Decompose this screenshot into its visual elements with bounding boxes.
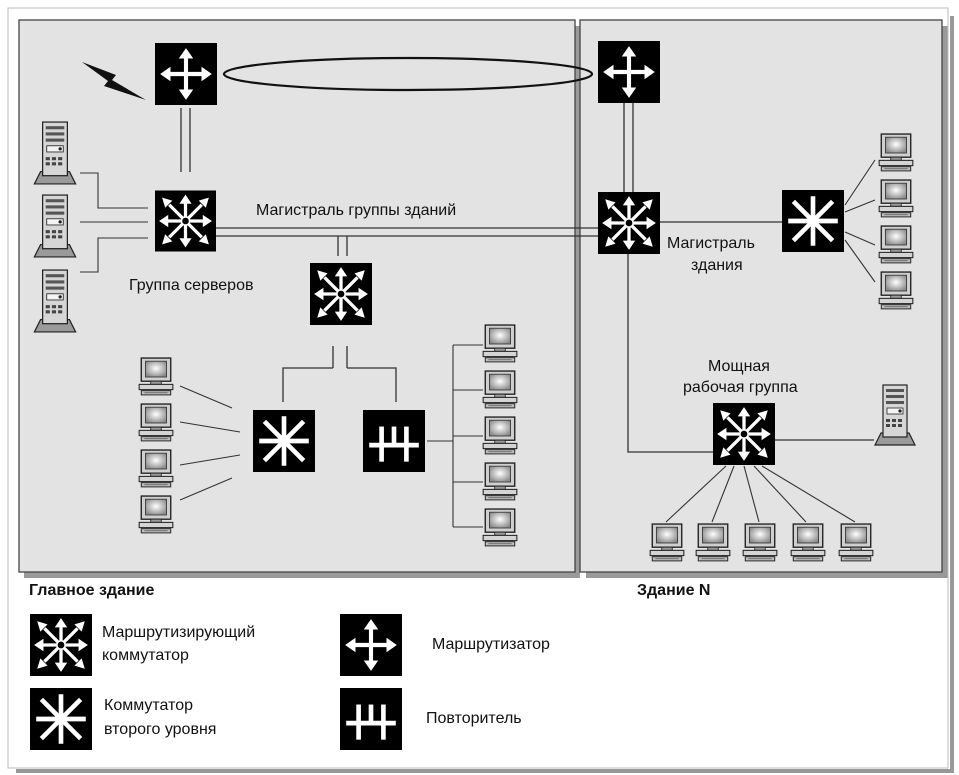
legend-l2-switch-label-line2: второго уровня <box>104 721 216 738</box>
power-group-label-line1: Мощная <box>708 358 770 375</box>
workstation-icon[interactable] <box>790 523 826 562</box>
workstation-icon[interactable] <box>695 523 731 562</box>
power-group-label-line2: рабочая группа <box>683 379 798 396</box>
workstation-icon[interactable] <box>138 403 174 442</box>
server-group-label: Группа серверов <box>129 277 253 294</box>
routing-switch-icon[interactable] <box>713 403 775 465</box>
building-n-label: Здание N <box>637 582 710 599</box>
workstation-icon[interactable] <box>482 462 518 501</box>
routing-switch-icon[interactable] <box>310 263 372 325</box>
workstation-icon[interactable] <box>878 225 914 264</box>
workstation-icon[interactable] <box>878 133 914 172</box>
workstation-icon[interactable] <box>838 523 874 562</box>
workstation-icon[interactable] <box>138 357 174 396</box>
workstation-icon[interactable] <box>138 495 174 534</box>
workstation-icon[interactable] <box>138 449 174 488</box>
workstation-icon[interactable] <box>649 523 685 562</box>
workstation-icon[interactable] <box>878 179 914 218</box>
legend: Маршрутизирующий коммутатор Маршрутизато… <box>30 614 550 750</box>
legend-router-label: Маршрутизатор <box>432 636 550 653</box>
workstation-icon[interactable] <box>482 370 518 409</box>
router-icon[interactable] <box>155 43 217 105</box>
campus-backbone-label: Магистраль группы зданий <box>256 202 456 219</box>
workstation-icon[interactable] <box>482 324 518 363</box>
workstation-icon[interactable] <box>482 416 518 455</box>
router-icon[interactable] <box>598 41 660 103</box>
legend-repeater-icon <box>340 688 402 750</box>
page-frame <box>7 7 954 773</box>
legend-repeater-label: Повторитель <box>426 710 522 727</box>
legend-routing-switch-label-line1: Маршрутизирующий <box>102 624 255 641</box>
building-main-area <box>18 19 580 578</box>
routing-switch-icon[interactable] <box>598 192 660 254</box>
routing-switch-icon[interactable] <box>155 190 216 252</box>
building-backbone-label-line1: Магистраль <box>667 235 755 252</box>
building-main-label: Главное здание <box>29 582 154 599</box>
layer2-switch-icon[interactable] <box>782 190 844 252</box>
legend-l2-switch-label-line1: Коммутатор <box>104 697 193 714</box>
legend-routing-switch-icon <box>30 614 92 676</box>
legend-router-icon <box>340 614 402 676</box>
layer2-switch-icon[interactable] <box>253 410 315 472</box>
lightning-bolt-icon <box>82 62 146 100</box>
connections <box>80 56 876 528</box>
repeater-icon[interactable] <box>363 410 425 472</box>
workstation-icon[interactable] <box>482 508 518 547</box>
legend-layer2-switch-icon <box>30 688 92 750</box>
workstation-icon[interactable] <box>878 271 914 310</box>
legend-routing-switch-label-line2: коммутатор <box>102 647 189 664</box>
workstation-icon[interactable] <box>742 523 778 562</box>
building-backbone-label-line2: здания <box>691 257 743 274</box>
